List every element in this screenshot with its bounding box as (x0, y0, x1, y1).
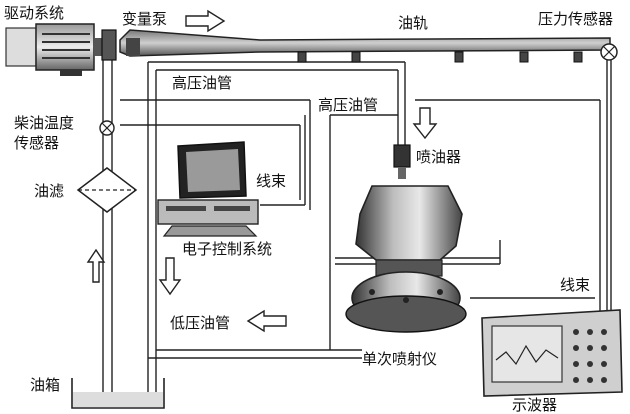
label-hp-pipe-2: 高压油管 (318, 96, 378, 114)
single-injection-meter (345, 185, 467, 333)
flow-arrows (86, 9, 438, 333)
label-harness-1: 线束 (256, 172, 286, 190)
label-lp-pipe: 低压油管 (170, 314, 230, 332)
arrow-up-icon (86, 248, 106, 283)
variable-pump (101, 29, 117, 61)
label-ecu: 电子控制系统 (182, 240, 272, 258)
label-rail: 油轨 (398, 14, 428, 32)
arrow-down-icon-2 (158, 257, 182, 296)
fuel-filter (76, 167, 138, 213)
oscilloscope (481, 309, 623, 397)
injector (393, 144, 411, 179)
label-single-injection-meter: 单次喷射仪 (362, 350, 437, 368)
labels: 驱动系统 变量泵 油轨 压力传感器 高压油管 高压油管 柴油温度 传感器 喷油器… (4, 4, 613, 414)
label-filter: 油滤 (34, 182, 64, 200)
label-harness-2: 线束 (560, 276, 590, 294)
arrow-right-icon (185, 9, 226, 33)
label-fuel-temp-sensor-1: 柴油温度 (14, 114, 74, 132)
label-pressure-sensor: 压力传感器 (538, 10, 613, 28)
fuel-tank (71, 378, 165, 409)
pipe-network (102, 50, 612, 405)
label-oscilloscope: 示波器 (512, 396, 557, 414)
ecu-computer (157, 141, 259, 237)
arrow-down-icon (412, 107, 438, 140)
pressure-sensor (600, 43, 618, 61)
fuel-rail (119, 29, 611, 63)
label-tank: 油箱 (30, 376, 60, 394)
label-drive-system: 驱动系统 (4, 4, 64, 22)
label-injector: 喷油器 (416, 148, 461, 166)
label-variable-pump: 变量泵 (122, 10, 167, 28)
label-fuel-temp-sensor-2: 传感器 (14, 134, 59, 152)
drive-motor (5, 23, 102, 76)
fuel-temperature-sensor (99, 120, 115, 136)
arrow-left-icon (246, 309, 287, 333)
label-hp-pipe-1: 高压油管 (172, 74, 232, 92)
